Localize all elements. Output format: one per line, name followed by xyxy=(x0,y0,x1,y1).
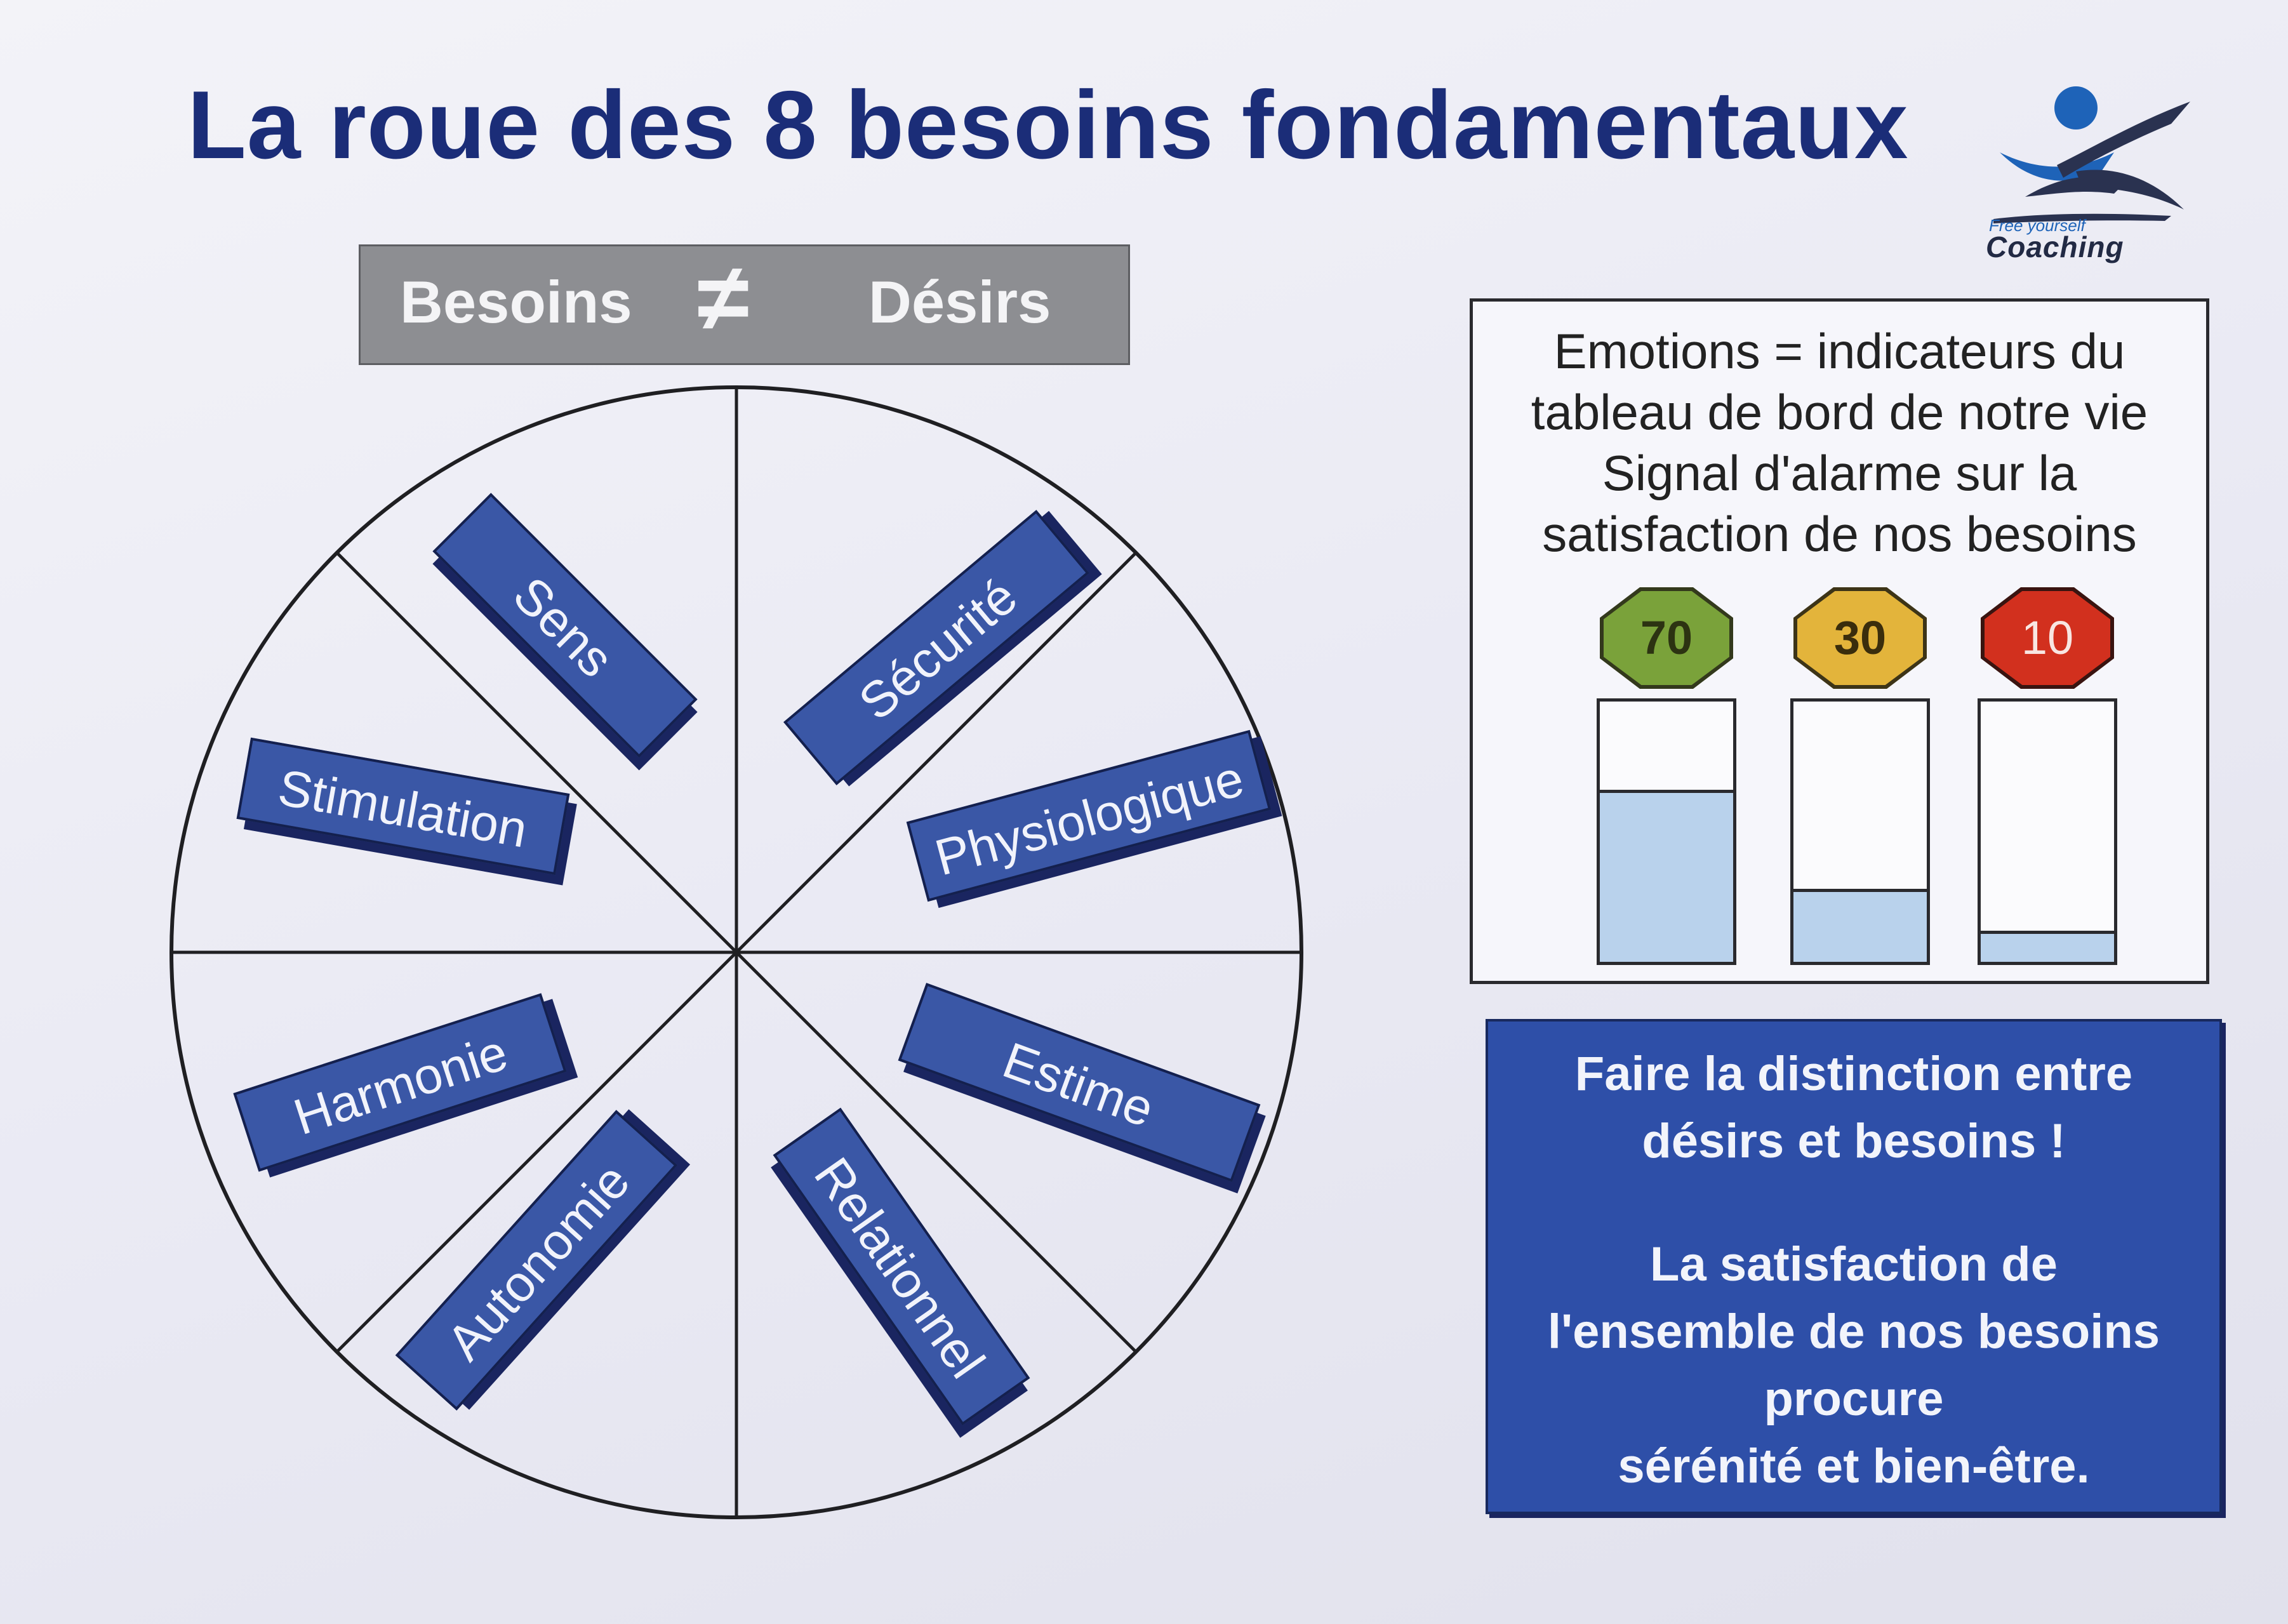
gauge-70 xyxy=(1597,698,1736,965)
distinction-line: désirs et besoins ! xyxy=(1642,1114,2066,1168)
badge-30-label: 30 xyxy=(1797,591,1923,685)
distinction-line: procure xyxy=(1764,1372,1944,1426)
besoins-label: Besoins xyxy=(400,269,632,335)
page-title: La roue des 8 besoins fondamentaux xyxy=(187,71,1909,179)
desirs-label: Désirs xyxy=(868,269,1051,335)
emotions-text: Emotions = indicateurs du tableau de bor… xyxy=(1473,321,2206,564)
gauge-70-fill xyxy=(1600,790,1733,962)
coaching-logo xyxy=(1993,86,2190,223)
distinction-panel: Faire la distinction entre désirs et bes… xyxy=(1486,1019,2222,1514)
distinction-line: Faire la distinction entre xyxy=(1574,1047,2133,1101)
gauge-30 xyxy=(1790,698,1930,965)
logo-tagline: Free yourself xyxy=(1989,216,2085,235)
needs-wheel xyxy=(170,385,1303,1519)
not-equal-symbol: ≠ xyxy=(697,244,750,350)
gauge-30-fill xyxy=(1793,889,1927,962)
distinction-line: l'ensemble de nos besoins xyxy=(1547,1305,2160,1359)
emotions-line: Signal d'alarme sur la xyxy=(1602,445,2077,501)
emotions-line: satisfaction de nos besoins xyxy=(1542,506,2137,562)
distinction-text-top: Faire la distinction entre désirs et bes… xyxy=(1488,1041,2219,1175)
badge-30: 30 xyxy=(1793,587,1927,689)
distinction-line: La satisfaction de xyxy=(1650,1237,2058,1291)
badge-10-label: 10 xyxy=(1985,591,2110,685)
badge-70: 70 xyxy=(1600,587,1733,689)
gauge-10-fill xyxy=(1981,930,2114,962)
besoins-vs-desirs-banner: Besoins ≠ Désirs xyxy=(359,244,1130,365)
emotions-panel: Emotions = indicateurs du tableau de bor… xyxy=(1470,298,2209,984)
badge-70-label: 70 xyxy=(1604,591,1729,685)
distinction-line: sérénité et bien-être. xyxy=(1618,1439,2090,1493)
distinction-text-bottom: La satisfaction de l'ensemble de nos bes… xyxy=(1488,1231,2219,1500)
emotions-line: tableau de bord de notre vie xyxy=(1531,384,2148,440)
badge-10: 10 xyxy=(1981,587,2114,689)
emotions-line: Emotions = indicateurs du xyxy=(1553,323,2125,379)
gauge-10 xyxy=(1978,698,2117,965)
logo-name: Coaching xyxy=(1986,230,2124,263)
